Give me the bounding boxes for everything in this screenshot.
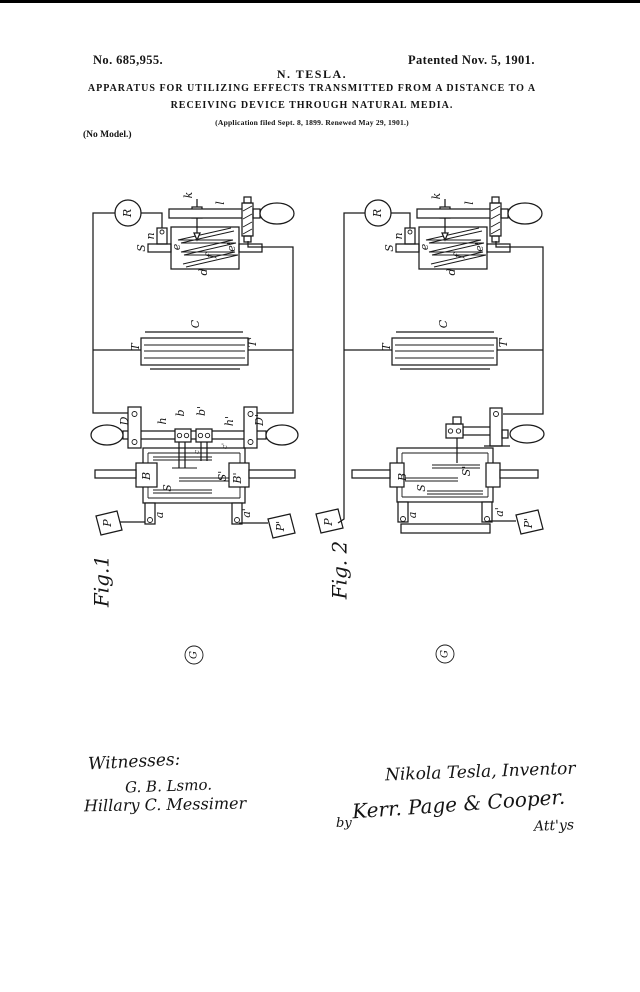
fig2-label-S-top: S <box>383 244 396 252</box>
fig2-label-a-prime: a' <box>493 507 506 517</box>
fig2-label-P-prime: P' <box>522 518 535 529</box>
fig2-label-P: P <box>322 518 335 527</box>
by-label: by <box>336 816 352 831</box>
fig1-vibrator-device <box>148 197 294 269</box>
fig1-label-B: B <box>140 472 153 481</box>
fig1-label-h-prime: h' <box>223 416 236 426</box>
fig1-label-D: D <box>118 416 131 426</box>
figure-1: G R k l n S e e' f d C T T' D h b b' h' … <box>90 191 299 664</box>
fig2-label-R: R <box>371 209 384 218</box>
fig1-label-P: P <box>101 519 114 528</box>
fig2-label-n: n <box>392 232 405 239</box>
fig2-caption: Fig. 2 <box>328 541 352 601</box>
fig2-label-e: e <box>418 243 431 250</box>
fig1-label-b-prime: b' <box>195 406 208 416</box>
fig2-label-l: l <box>463 201 476 205</box>
fig2-stamp-circle: G <box>436 645 454 663</box>
fig1-stamp-letter: G <box>189 651 200 659</box>
fig1-label-d: d <box>197 268 210 275</box>
fig1-label-c-prime: c' <box>221 443 229 449</box>
fig1-label-D-prime: D' <box>253 414 266 427</box>
fig1-label-f: f <box>204 252 217 259</box>
fig2-stamp-letter: G <box>440 650 451 658</box>
fig1-label-C: C <box>189 319 202 328</box>
fig1-label-c: c <box>193 450 201 454</box>
fig1-label-R: R <box>121 209 134 218</box>
fig1-label-n: n <box>144 232 157 239</box>
witness-signature-2: Hillary C. Messimer <box>84 794 246 816</box>
fig2-vibrator-device <box>396 197 542 269</box>
fig1-label-l: l <box>214 201 227 205</box>
fig2-label-S-prime: S' <box>460 466 473 477</box>
fig2-label-f: f <box>452 252 465 259</box>
fig1-label-e: e <box>170 243 183 250</box>
fig1-label-T-prime: T' <box>246 337 259 347</box>
fig2-label-k: k <box>430 192 443 199</box>
fig1-label-P-prime: P' <box>274 521 287 532</box>
fig1-condenser <box>141 332 248 369</box>
fig2-label-C: C <box>437 319 450 328</box>
fig2-receiver-device <box>352 408 544 533</box>
witness-signature-1: G. B. Lsmo. <box>125 775 213 796</box>
fig1-caption: Fig.1 <box>90 555 114 608</box>
fig2-label-T-prime: T' <box>497 337 510 347</box>
fig1-label-B-prime: B' <box>231 472 244 484</box>
fig2-label-e-prime: e' <box>473 242 486 252</box>
fig1-stamp-circle: G <box>185 646 203 664</box>
fig2-label-S: S <box>415 484 428 492</box>
fig1-label-h: h <box>156 417 169 424</box>
fig1-label-a: a <box>153 512 166 519</box>
fig1-label-a-prime: a' <box>240 508 253 518</box>
fig1-label-S-top: S <box>135 244 148 252</box>
fig2-condenser <box>392 332 497 369</box>
attorneys-label: Att'ys <box>534 817 575 834</box>
figure-2: G R k l n S e e' f d C T T' B S S' a a' … <box>316 192 544 663</box>
fig2-label-d: d <box>445 268 458 275</box>
fig1-label-S: S <box>161 484 174 492</box>
fig2-label-T: T <box>380 342 393 351</box>
fig2-label-B: B <box>396 473 409 482</box>
fig1-label-S-prime: S' <box>216 471 229 482</box>
fig1-label-k: k <box>182 191 195 198</box>
fig2-label-a: a <box>406 512 419 519</box>
fig1-label-b: b <box>174 409 187 416</box>
fig1-label-e-prime: e' <box>225 242 238 252</box>
fig1-label-T: T <box>129 342 142 351</box>
